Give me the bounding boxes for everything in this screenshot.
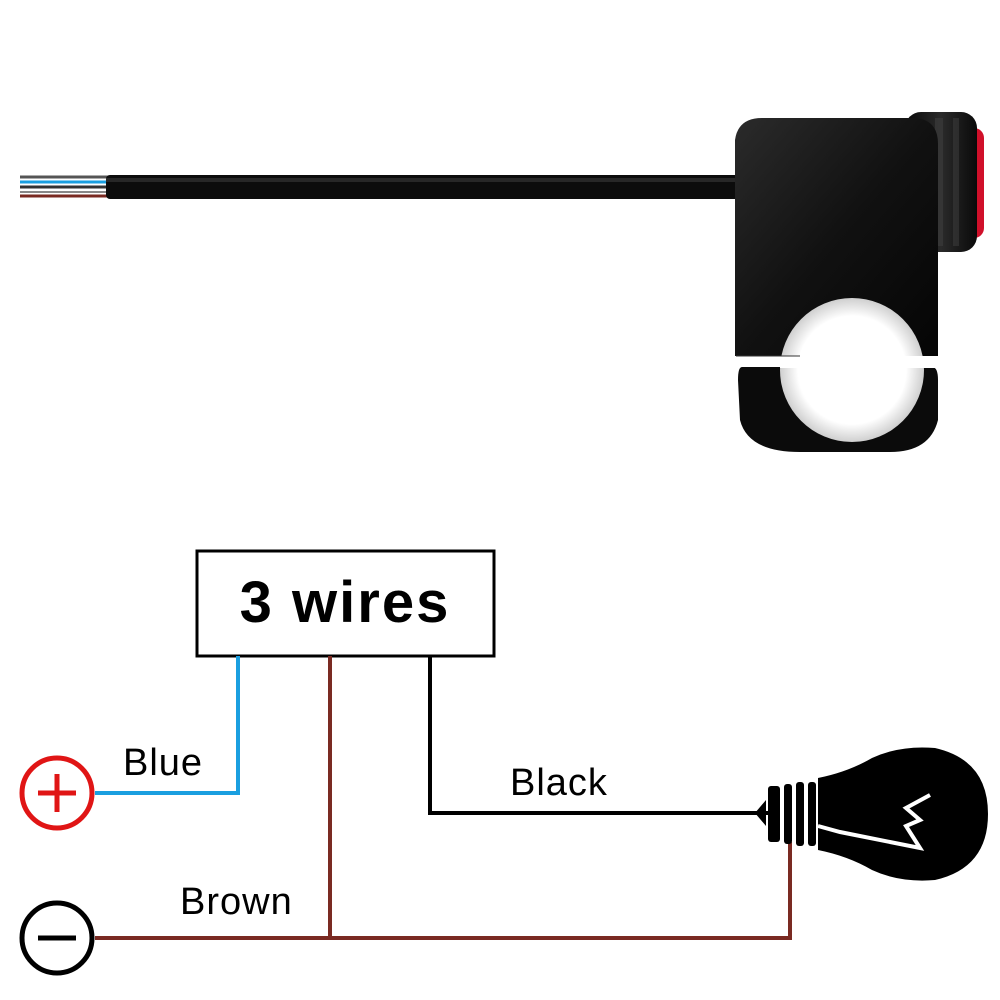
black-wire (428, 656, 770, 815)
blue-wire (95, 656, 240, 795)
plus-icon (19, 755, 95, 831)
switch-body (735, 118, 938, 356)
brown-wire-to-bulb (330, 842, 792, 940)
title-box (195, 549, 496, 658)
blue-wire-label: Blue (123, 742, 203, 784)
handlebar-switch-icon (20, 112, 984, 452)
wire-tips (20, 175, 110, 198)
title-label: 3 wires (240, 570, 451, 635)
light-bulb-icon (755, 747, 988, 881)
minus-icon (19, 900, 95, 976)
brown-wire-label: Brown (180, 881, 293, 923)
handlebar-hole (780, 298, 924, 442)
black-wire-label: Black (510, 762, 608, 804)
